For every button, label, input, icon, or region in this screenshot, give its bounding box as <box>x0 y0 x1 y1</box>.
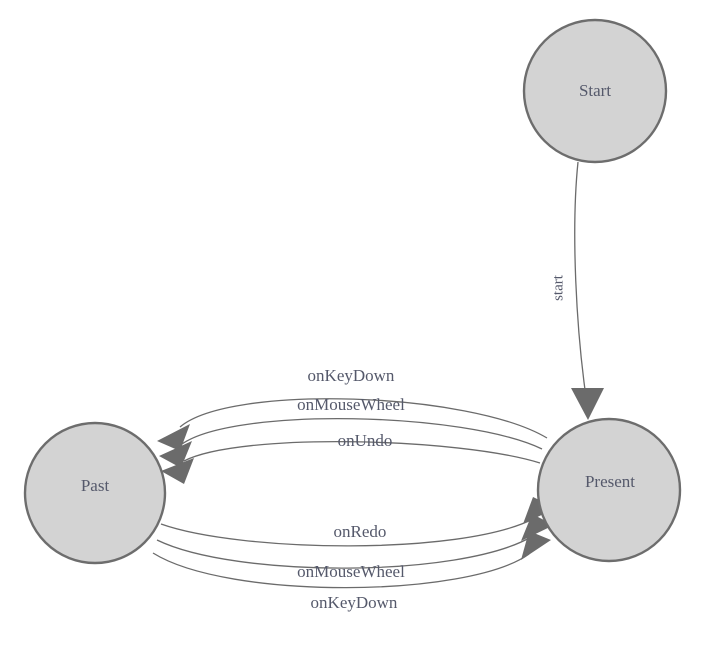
node-past-circle <box>23 421 167 565</box>
edge-past-to-present-onkeydown-arrowhead <box>521 531 551 560</box>
edge-present-to-past-onkeydown-arrowhead <box>157 424 190 451</box>
edge-past-to-present-onmousewheel-path <box>156 536 532 569</box>
node-past[interactable]: Past <box>23 421 167 565</box>
node-start[interactable]: Start <box>522 18 668 164</box>
edge-past-to-present-onkeydown[interactable]: onKeyDown <box>152 531 551 612</box>
edge-present-to-past-onundo-path <box>183 441 541 464</box>
edge-label-past-to-present-onkeydown: onKeyDown <box>311 593 398 612</box>
edge-present-to-past-onkeydown[interactable]: onKeyDown <box>157 366 548 451</box>
node-start-circle <box>522 18 668 164</box>
edge-present-to-past-onmousewheel-path <box>181 418 543 450</box>
edge-label-present-to-past-onkeydown: onKeyDown <box>308 366 395 385</box>
edge-present-to-past-onkeydown-path <box>179 398 548 439</box>
edge-present-to-past-onmousewheel-arrowhead <box>159 441 192 468</box>
edge-past-to-present-onredo[interactable]: onRedo <box>160 497 556 547</box>
edge-past-to-present-onredo-path <box>160 518 534 547</box>
edge-label-present-to-past-onmousewheel: onMouseWheel <box>297 395 405 414</box>
node-present[interactable]: Present <box>536 417 682 563</box>
edge-label-past-to-present-onredo: onRedo <box>334 522 387 541</box>
node-start-label: Start <box>579 81 611 100</box>
edge-label-present-to-past-onundo: onUndo <box>338 431 393 450</box>
edge-label-past-to-present-onmousewheel: onMouseWheel <box>297 562 405 581</box>
edge-label-start: start <box>550 274 566 301</box>
edge-start-to-present[interactable]: start <box>550 161 604 420</box>
node-present-circle <box>536 417 682 563</box>
edge-present-to-past-onmousewheel[interactable]: onMouseWheel <box>159 395 543 468</box>
edge-start-to-present-path <box>574 161 588 405</box>
edge-start-to-present-arrowhead <box>571 388 604 420</box>
node-past-label: Past <box>81 476 110 495</box>
edge-present-to-past-onundo-arrowhead <box>161 458 194 484</box>
node-present-label: Present <box>585 472 635 491</box>
edge-past-to-present-onkeydown-path <box>152 552 530 589</box>
edge-present-to-past-onundo[interactable]: onUndo <box>161 431 541 484</box>
